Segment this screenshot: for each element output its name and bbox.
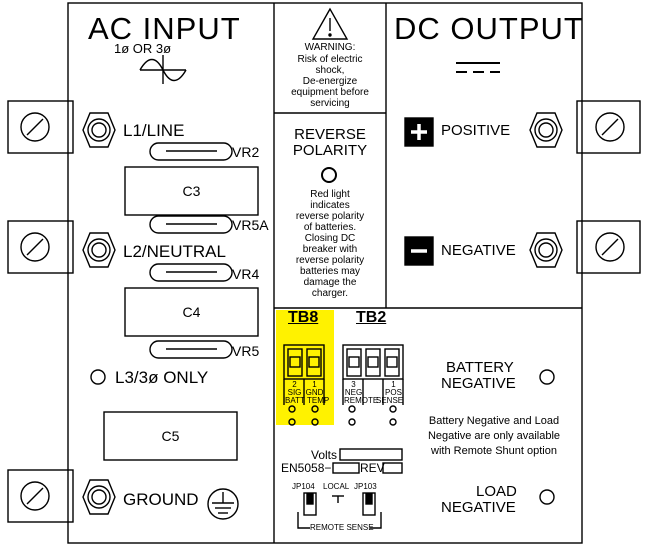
- rp-line-3: reverse polarity: [295, 211, 365, 222]
- rp-line-10: charger.: [311, 288, 349, 299]
- warning-line-5: servicing: [310, 98, 350, 109]
- stud-negative: [529, 232, 563, 268]
- reverse-polarity-lamp: [321, 167, 337, 183]
- vr4-label: VR4: [232, 266, 260, 282]
- tb2-caption-sense: SENSE: [376, 396, 404, 405]
- stud-l1: [82, 112, 116, 148]
- l3-label: L3/3ø ONLY: [115, 368, 209, 387]
- tb8-label: TB8: [288, 309, 319, 326]
- capacitor-c3: [124, 166, 259, 216]
- warning-line-2: shock,: [315, 65, 345, 76]
- tb8-caption-batt: BATT: [285, 396, 305, 405]
- terminal-block-tb2: [342, 344, 404, 405]
- load-negative-terminal: [539, 489, 555, 505]
- tb8-highlight: [276, 310, 334, 425]
- ground-label: GROUND: [123, 490, 199, 509]
- vr2-label: VR2: [232, 144, 260, 160]
- tb8-pin-1-name: GND: [305, 388, 324, 397]
- stud-ground: [82, 479, 116, 515]
- warning-title: WARNING:: [304, 42, 356, 53]
- minus-icon: [404, 236, 434, 266]
- rp-line-2: indicates: [310, 200, 350, 211]
- phase-label: 1ø OR 3ø: [114, 41, 172, 56]
- battery-negative-line-2: NEGATIVE: [441, 375, 516, 392]
- warning-line-3: De-energize: [302, 76, 358, 87]
- right-busbar-negative: [576, 220, 641, 274]
- rp-line-1: Red light: [310, 189, 350, 200]
- capacitor-c4: [124, 287, 259, 337]
- l1-label: L1/LINE: [123, 121, 185, 140]
- note-line-2: Negative are only available: [427, 430, 561, 442]
- tb2-pin-1-num: 1: [391, 380, 396, 389]
- positive-label: POSITIVE: [441, 122, 511, 139]
- warning-line-1: Risk of electric: [297, 54, 363, 65]
- test-points: [288, 405, 397, 426]
- note-line-3: with Remote Shunt option: [431, 445, 557, 457]
- tb2-label: TB2: [356, 309, 387, 326]
- tb8-pin-2-num: 2: [292, 380, 297, 389]
- battery-negative-line-1: BATTERY: [446, 359, 514, 376]
- varistor-vr5a: [149, 215, 233, 234]
- load-negative-line-2: NEGATIVE: [441, 499, 516, 516]
- reverse-polarity-title-2: POLARITY: [292, 142, 368, 159]
- tb2-pin-3-name: NEG: [344, 388, 363, 397]
- reverse-polarity-title-1: REVERSE: [294, 126, 366, 143]
- warning-line-4: equipment before: [291, 87, 369, 98]
- varistor-vr5: [149, 340, 233, 359]
- ground-icon: [207, 488, 239, 520]
- ac-input-title: AC INPUT: [88, 11, 241, 46]
- tb8-pin-2-name: SIG: [287, 388, 302, 397]
- c5-label: C5: [161, 428, 180, 444]
- tb2-pin-3-num: 3: [351, 380, 356, 389]
- note-line-1: Battery Negative and Load: [428, 415, 560, 427]
- c3-label: C3: [182, 183, 201, 199]
- left-busbar-l1: [7, 100, 74, 154]
- terminal-block-tb8: [283, 344, 325, 405]
- dc-output-title: DC OUTPUT: [394, 11, 584, 46]
- plus-icon: [404, 117, 434, 147]
- remote-sense-label: REMOTE SENSE: [310, 523, 374, 532]
- capacitor-c5: [103, 411, 238, 461]
- l3-terminal-icon: [90, 369, 106, 385]
- rp-line-4: of batteries.: [303, 222, 357, 233]
- load-negative-line-1: LOAD: [476, 483, 517, 500]
- vr5-label: VR5: [232, 343, 260, 359]
- volts-box: [339, 448, 403, 461]
- tb2-pin-1-name: POS: [385, 388, 402, 397]
- c4-label: C4: [182, 304, 201, 320]
- left-busbar-l2: [7, 220, 74, 274]
- left-busbar-ground: [7, 469, 74, 523]
- jumper-jp104: [303, 492, 317, 516]
- negative-label: NEGATIVE: [441, 242, 516, 259]
- dc-symbol-icon: [456, 62, 500, 73]
- en-label: EN5058−: [281, 461, 332, 475]
- tb8-caption-temp: TEMP: [307, 396, 330, 405]
- volts-label: Volts: [311, 448, 338, 462]
- jp103-label: JP103: [354, 482, 377, 491]
- varistor-vr4: [149, 263, 233, 282]
- local-label: LOCAL: [323, 482, 350, 491]
- rp-line-9: damage the: [303, 277, 357, 288]
- warning-triangle-icon: [311, 7, 349, 40]
- rp-line-5: Closing DC: [304, 233, 356, 244]
- en-box: [332, 462, 360, 474]
- rp-line-7: reverse polarity: [295, 255, 365, 266]
- tb2-caption-remote: REMOTE: [344, 396, 379, 405]
- rev-label: REV: [360, 461, 385, 475]
- battery-negative-terminal: [539, 369, 555, 385]
- right-busbar-positive: [576, 100, 641, 154]
- rp-line-6: breaker with: [302, 244, 358, 255]
- l2-label: L2/NEUTRAL: [123, 242, 226, 261]
- rev-box: [382, 462, 403, 474]
- tb8-pin-1-num: 1: [312, 380, 317, 389]
- stud-positive: [529, 112, 563, 148]
- stud-l2: [82, 232, 116, 268]
- vr5a-label: VR5A: [232, 217, 269, 233]
- rp-line-8: batteries may: [299, 266, 361, 277]
- jp104-label: JP104: [292, 482, 315, 491]
- jumper-jp103: [362, 492, 376, 516]
- varistor-vr2: [149, 142, 233, 161]
- ac-sine-icon: [139, 55, 187, 84]
